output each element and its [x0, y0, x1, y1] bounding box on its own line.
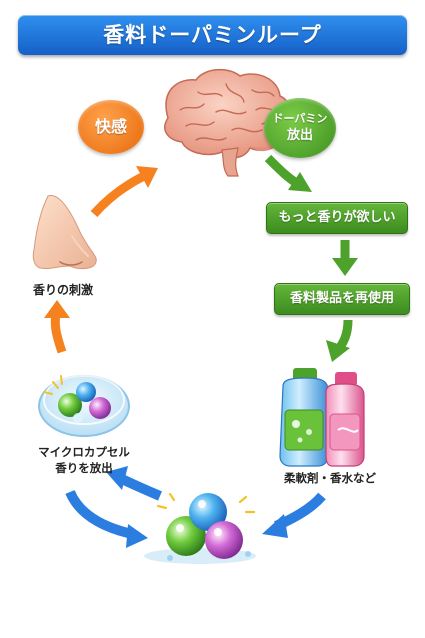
arrow-head-to-nose — [44, 300, 70, 318]
arrow-head-to-beads-right — [262, 514, 288, 538]
dopamine-bubble: ドーパミン 放出 — [264, 98, 336, 158]
stimulus-label: 香りの刺激 — [32, 283, 93, 297]
arrow-head-to-reuse — [332, 258, 358, 276]
detergent-bottle-icon — [279, 368, 365, 467]
brain-icon — [164, 68, 293, 177]
petri-dish-icon — [38, 375, 130, 437]
pleasure-bubble: 快感 — [78, 100, 144, 154]
arrow-head-to-dish — [106, 466, 128, 490]
microcapsule-label-line2: 香りを放出 — [55, 461, 113, 475]
step-want-more: もっと香りが欲しい — [266, 202, 408, 234]
fragrance-beads-icon — [144, 492, 256, 564]
page-title: 香料ドーパミンループ — [18, 15, 407, 55]
arrow-head-to-want — [288, 172, 312, 192]
dopamine-label-line2: 放出 — [286, 128, 313, 143]
arrow-head-to-beads-left — [126, 524, 148, 548]
arrow-head-to-brain — [136, 166, 158, 188]
step-reuse-product: 香料製品を再使用 — [274, 283, 410, 315]
products-label: 柔軟剤・香水など — [284, 471, 376, 485]
arrow-head-to-products — [326, 340, 350, 362]
dopamine-label-line1: ドーパミン — [272, 112, 328, 125]
pleasure-label: 快感 — [94, 117, 127, 136]
nose-icon — [32, 195, 97, 270]
microcapsule-label-line1: マイクロカプセル — [38, 445, 130, 459]
